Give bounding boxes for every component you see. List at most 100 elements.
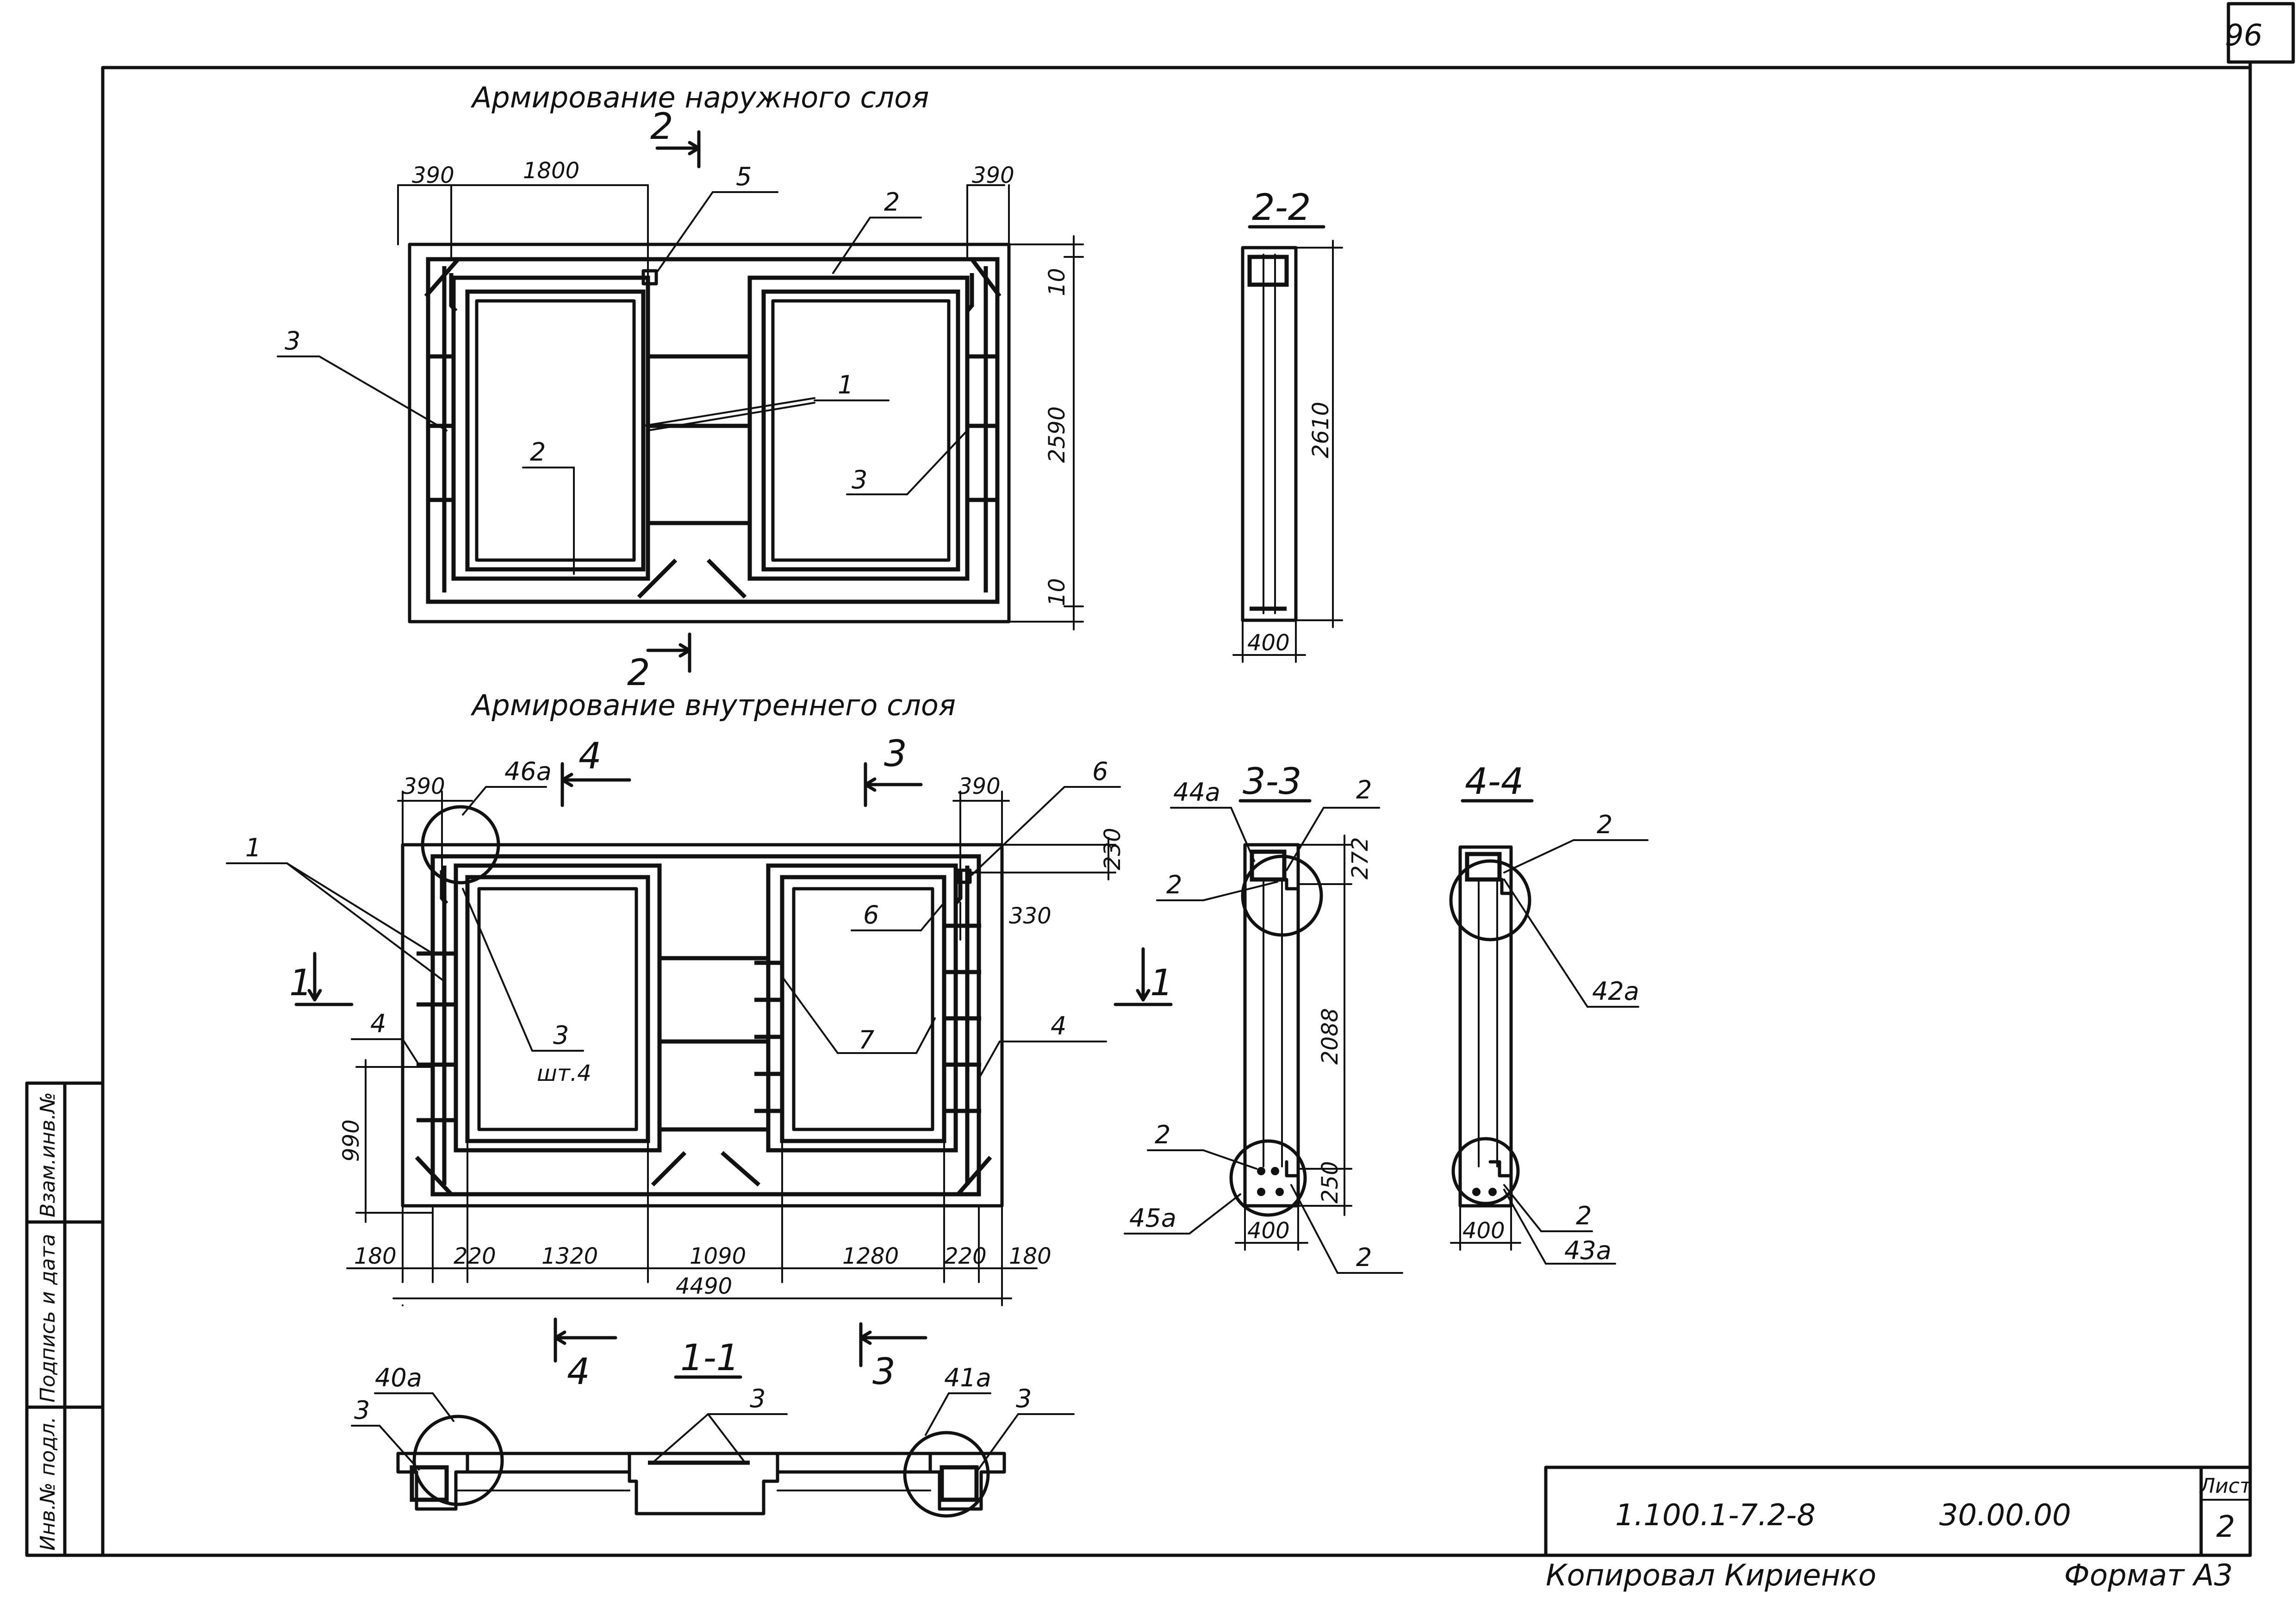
inner-dim-1090: 1090 — [690, 1243, 746, 1269]
section-1-1-label-3-left: 3 — [354, 1396, 370, 1425]
inner-label-1-left: 1 — [245, 833, 261, 862]
section-4-4-drawing — [1450, 845, 1521, 1251]
outer-label-3-left: 3 — [285, 326, 300, 355]
inner-dim-990: 990 — [338, 1119, 364, 1162]
outer-label-2-mid: 2 — [530, 437, 546, 467]
outer-label-5: 5 — [736, 162, 752, 191]
section-3-3-title: 3-3 — [1243, 761, 1301, 803]
inner-cut-markers — [294, 762, 1173, 1367]
outer-cut-2-bottom: 2 — [627, 652, 650, 694]
inner-dim-390-left: 390 — [403, 773, 445, 799]
outer-label-3-right: 3 — [852, 465, 867, 494]
section-1-1-label-3-mid: 3 — [750, 1384, 765, 1413]
inner-label-46a: 46а — [504, 757, 552, 786]
inner-layer-panel — [401, 843, 1004, 1208]
inner-dim-180-right: 180 — [1009, 1243, 1052, 1269]
side-stamp — [25, 1081, 105, 1557]
section-3-3-label-45a: 45а — [1129, 1203, 1176, 1233]
inner-dim-1280: 1280 — [842, 1243, 899, 1269]
inner-label-4-left: 4 — [370, 1009, 386, 1038]
outer-dim-1800: 1800 — [523, 158, 579, 184]
side-signature-date: Подпись и дата — [36, 1234, 60, 1403]
section-3-3-label-2-botleft: 2 — [1155, 1120, 1170, 1149]
section-3-3-label-2-botright: 2 — [1356, 1243, 1372, 1272]
inner-dim-1320: 1320 — [541, 1243, 598, 1269]
section-4-4-detail-42a-circle — [1449, 859, 1531, 942]
inner-label-6-top: 6 — [1092, 757, 1108, 786]
outer-label-1: 1 — [838, 370, 853, 399]
section-4-4-leaders — [1503, 839, 1649, 1265]
outer-dim-10-bottom: 10 — [1044, 578, 1070, 606]
inner-dim-180-left: 180 — [354, 1243, 397, 1269]
section-1-1-title: 1-1 — [680, 1337, 739, 1379]
section-3-3-detail-44a-circle — [1241, 854, 1323, 937]
section-1-1-leaders — [351, 1392, 1075, 1473]
inner-layer-leaders — [226, 786, 1121, 1079]
section-4-4-label-2-top: 2 — [1597, 810, 1612, 839]
title-code: 30.00.00 — [1939, 1498, 2071, 1533]
title-designation: 1.100.1-7.2-8 — [1615, 1498, 1816, 1533]
inner-layer-title: Армирование внутреннего слоя — [470, 688, 956, 722]
outer-cut-markers — [646, 130, 701, 673]
section-4-4-label-2-bottom: 2 — [1576, 1201, 1592, 1230]
inner-dim-220-left: 220 — [454, 1243, 496, 1269]
section-1-1-detail-40a-circle — [412, 1415, 504, 1506]
inner-cut-3-bottom: 3 — [872, 1351, 896, 1393]
section-2-2-dim-2610: 2610 — [1308, 402, 1334, 458]
outer-dim-2590: 2590 — [1044, 406, 1070, 463]
title-list-label: Лист — [2199, 1474, 2252, 1498]
inner-dim-220-right: 220 — [944, 1243, 987, 1269]
inner-dim-390-right: 390 — [958, 773, 1001, 799]
outer-dim-10-top: 10 — [1044, 268, 1070, 296]
inner-label-7: 7 — [859, 1025, 874, 1054]
section-4-4-label-43a: 43а — [1564, 1236, 1612, 1265]
section-2-2-drawing — [1232, 240, 1343, 663]
section-2-2-dim-400: 400 — [1247, 630, 1290, 656]
inner-label-6-inner: 6 — [863, 900, 879, 929]
side-vzam-inv: Взам.инв.№ — [36, 1092, 60, 1217]
outer-layer-panel — [408, 243, 1011, 624]
inner-label-3: 3 — [553, 1021, 569, 1050]
inner-cut-3-top: 3 — [884, 733, 907, 775]
section-4-4-label-42a: 42а — [1592, 977, 1639, 1006]
section-4-4-title: 4-4 — [1465, 761, 1524, 803]
section-3-3-leaders — [1124, 807, 1403, 1274]
section-3-3-dim-400: 400 — [1247, 1218, 1290, 1244]
section-3-3-detail-45a-circle — [1229, 1139, 1307, 1217]
inner-dim-330: 330 — [1009, 903, 1052, 929]
side-inv-podl: Инв.№ подл. — [36, 1416, 60, 1551]
inner-label-4-right: 4 — [1051, 1011, 1066, 1041]
section-3-3-dim-272: 272 — [1347, 837, 1373, 879]
outer-dim-390-right: 390 — [972, 162, 1014, 188]
outer-layer-dimensions — [397, 184, 1084, 630]
outer-dim-390-left: 390 — [412, 162, 454, 188]
outer-layer-title: Армирование наружного слоя — [470, 81, 929, 114]
section-3-3-label-2-top: 2 — [1356, 775, 1372, 804]
title-block — [1544, 1465, 2252, 1557]
page-number: 96 — [2225, 19, 2262, 53]
sheet-frame — [101, 2, 2295, 1557]
section-3-3-label-2-left: 2 — [1166, 870, 1182, 899]
section-3-3-label-44a: 44а — [1173, 778, 1220, 807]
section-1-1-label-41a: 41а — [944, 1363, 991, 1392]
copied-by: Копировал Кириенко — [1546, 1559, 1876, 1593]
outer-cut-2-top: 2 — [650, 106, 673, 148]
inner-cut-1-left: 1 — [289, 962, 312, 1004]
section-3-3-dim-2088: 2088 — [1317, 1008, 1343, 1065]
section-4-4-dim-400: 400 — [1462, 1218, 1505, 1244]
section-4-4-detail-43a-circle — [1451, 1137, 1520, 1205]
inner-layer-dimensions — [346, 791, 1116, 1306]
inner-detail-46a-circle — [421, 805, 500, 885]
inner-cut-1-right: 1 — [1150, 962, 1173, 1004]
section-3-3-dim-250: 250 — [1317, 1161, 1343, 1203]
inner-label-3-qty: шт.4 — [537, 1060, 591, 1086]
section-1-1-drawing — [396, 1452, 1006, 1515]
section-1-1-detail-41a-circle — [903, 1431, 990, 1518]
inner-cut-4-bottom: 4 — [567, 1351, 590, 1393]
section-1-1-label-40a: 40а — [375, 1363, 422, 1392]
outer-layer-leaders — [277, 191, 968, 575]
inner-cut-4-top: 4 — [579, 736, 602, 777]
outer-label-2-top: 2 — [884, 187, 900, 217]
